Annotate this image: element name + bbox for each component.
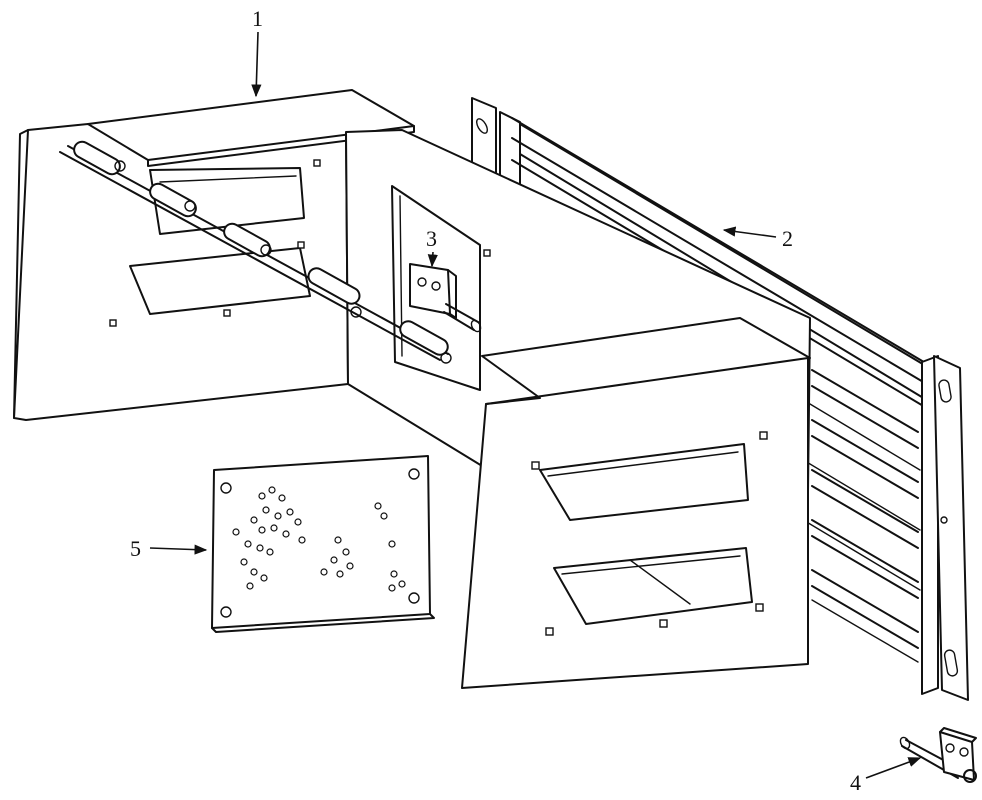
circuit-components xyxy=(232,486,406,592)
leader-2 xyxy=(722,226,777,238)
callout-2: 2 xyxy=(782,226,793,251)
callout-5: 5 xyxy=(130,536,141,561)
leader-5 xyxy=(149,544,208,555)
front-end-panel xyxy=(461,317,811,689)
leader-3 xyxy=(427,251,438,268)
callout-4: 4 xyxy=(850,770,861,795)
roller-tubes xyxy=(73,140,452,364)
callouts: 1 2 3 4 5 xyxy=(130,6,922,795)
part-4-pin-bracket xyxy=(899,727,977,783)
part-5-circuit-card xyxy=(211,455,435,633)
callout-1: 1 xyxy=(252,6,263,31)
part-3-pin-bracket xyxy=(409,263,482,333)
callout-3: 3 xyxy=(426,226,437,251)
leader-4 xyxy=(865,757,922,779)
leader-1 xyxy=(251,31,262,98)
